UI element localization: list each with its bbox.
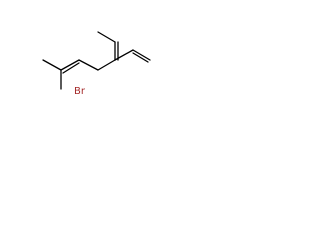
bond-vinyl-double [132, 52, 149, 63]
bond-methyl-top [42, 59, 62, 71]
label-layer: Br [73, 84, 89, 97]
bond-vinyl-2 [132, 49, 151, 61]
molecule-structure-diagram: Br [42, 31, 151, 97]
bond-alkene-left-2 [62, 62, 80, 74]
br-label-background [73, 84, 89, 96]
bond-layer [42, 31, 151, 90]
bromine-atom-label: Br [74, 86, 86, 97]
bond-chain-2 [97, 59, 116, 71]
bond-vinyl-1 [114, 49, 134, 61]
bond-chain-1 [78, 59, 99, 71]
bond-alkene-left-1 [60, 59, 80, 71]
bond-c-br [97, 31, 116, 43]
